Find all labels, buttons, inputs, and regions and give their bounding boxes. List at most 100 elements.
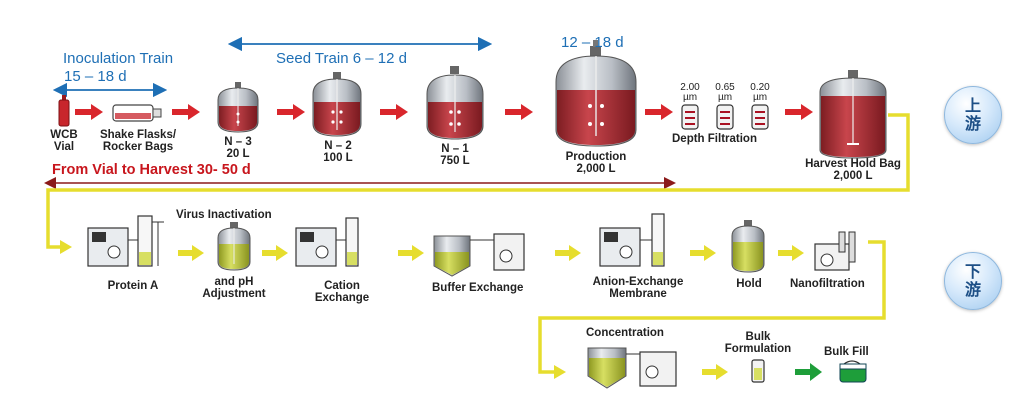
bulk-formulation-icon [751,359,765,383]
vial-to-harvest-duration: From Vial to Harvest 30- 50 d [52,162,251,178]
n3-label: N – 3 20 L [218,136,258,160]
cation-exchange-label: Cation Exchange [302,280,382,304]
bulk-fill-label: Bulk Fill [824,346,869,358]
harvest-hold-bag-label: Harvest Hold Bag 2,000 L [790,158,916,182]
connector-upstream-to-downstream [46,113,910,249]
ph-label-line2: Adjustment [202,288,266,301]
depth-filter-icon [751,104,769,130]
filter-size-unit: µm [682,92,698,103]
concentration-icon [587,347,677,389]
depth-filter-icon [681,104,699,130]
wcb-label-line1: WCB [50,129,78,141]
arrow-icon [60,240,72,254]
arrow-icon [795,363,822,381]
shake-flask-icon [112,104,162,122]
harvest-label-line2: 2,000 L [833,170,873,183]
n3-label-line1: N – 3 [224,136,252,148]
filter-size-value: 0.20 [750,82,770,93]
upstream-badge-char1: 上 [964,95,981,115]
arrow-icon [690,245,716,261]
n2-label: N – 2 100 L [316,140,360,164]
production-label-line2: 2,000 L [576,163,616,176]
harvest-label-line1: Harvest Hold Bag [805,158,901,170]
filter-size-value: 2.00 [680,82,700,93]
anion-exchange-label: Anion-Exchange Membrane [582,276,694,300]
anion-label-line1: Anion-Exchange [592,276,684,288]
buffer-exchange-label: Buffer Exchange [432,282,524,294]
bulk-formulation-label: Bulk Formulation [712,331,804,355]
bulk-form-line1: Bulk [745,331,771,343]
upstream-badge-char2: 游 [964,114,981,133]
n2-label-line2: 100 L [323,152,353,165]
arrow-icon [505,104,533,120]
bioreactor-n2-icon [312,72,362,137]
arrow-icon [702,364,728,380]
cation-label-line2: Exchange [314,292,370,305]
filter-size-label: 0.20 µm [746,83,774,103]
depth-filtration-label: Depth Filtration [672,133,757,145]
seed-train-duration: Seed Train 6 – 12 d [276,50,407,67]
downstream-badge: 下 游 [944,252,1002,310]
downstream-badge-char1: 下 [964,261,981,281]
production-label: Production 2,000 L [550,151,642,175]
inoculation-duration: 15 – 18 d [64,68,127,85]
inoculation-train-title: Inoculation Train [63,50,174,67]
ph-adjustment-label: and pH Adjustment [196,276,272,300]
production-duration: 12 – 18 d [561,34,624,51]
bulk-form-line2: Formulation [724,343,792,356]
concentration-label: Concentration [586,327,664,339]
protein-a-label: Protein A [107,280,159,292]
filter-size-label: 2.00 µm [676,83,704,103]
shake-label-line2: Rocker Bags [102,141,174,154]
arrow-icon [380,104,408,120]
production-label-line1: Production [565,151,627,163]
chromatography-skid-icon [295,217,359,267]
bioreactor-n1-icon [426,66,484,140]
arrow-icon [554,365,566,379]
n2-label-line1: N – 2 [324,140,352,152]
n1-label-line2: 750 L [440,155,470,168]
arrow-icon [75,104,103,120]
production-bioreactor-icon [555,40,637,147]
n3-label-line2: 20 L [226,148,250,161]
virus-inactivation-label: Virus Inactivation [176,209,272,221]
wcb-label-line2: Vial [53,141,75,154]
shake-label-line1: Shake Flasks/ [99,129,177,141]
arrow-icon [398,245,424,261]
hold-label: Hold [736,278,762,290]
buffer-exchange-icon [433,233,525,277]
upstream-badge: 上 游 [944,86,1002,144]
arrow-icon [785,104,813,120]
shake-flask-label: Shake Flasks/ Rocker Bags [88,129,188,153]
virus-inactivation-tank-icon [217,222,251,271]
nanofiltration-skid-icon [814,231,856,271]
wcb-vial-icon [58,95,70,127]
hold-tank-icon [731,220,765,273]
n1-label: N – 1 750 L [432,143,478,167]
filter-size-unit: µm [752,92,768,103]
connector-row2-to-row3 [538,240,886,374]
anion-label-line2: Membrane [609,288,667,301]
filter-size-label: 0.65 µm [711,83,739,103]
arrow-icon [645,104,673,120]
bulk-fill-icon [839,360,867,383]
downstream-badge-char2: 游 [964,280,981,299]
bioreactor-n3-icon [217,82,259,133]
arrow-icon [262,245,288,261]
wcb-vial-label: WCB Vial [44,129,84,153]
harvest-hold-bag-icon [819,70,887,159]
ph-label-line1: and pH [214,276,254,288]
arrow-icon [778,245,804,261]
depth-filter-icon [716,104,734,130]
arrow-icon [172,104,200,120]
arrow-icon [555,245,581,261]
arrow-icon [178,245,204,261]
chromatography-skid-icon [87,215,164,267]
arrow-icon [277,104,305,120]
filter-size-unit: µm [717,92,733,103]
filter-size-value: 0.65 [715,82,735,93]
membrane-skid-icon [599,213,665,267]
n1-label-line1: N – 1 [441,143,469,155]
cation-label-line1: Cation [324,280,360,292]
